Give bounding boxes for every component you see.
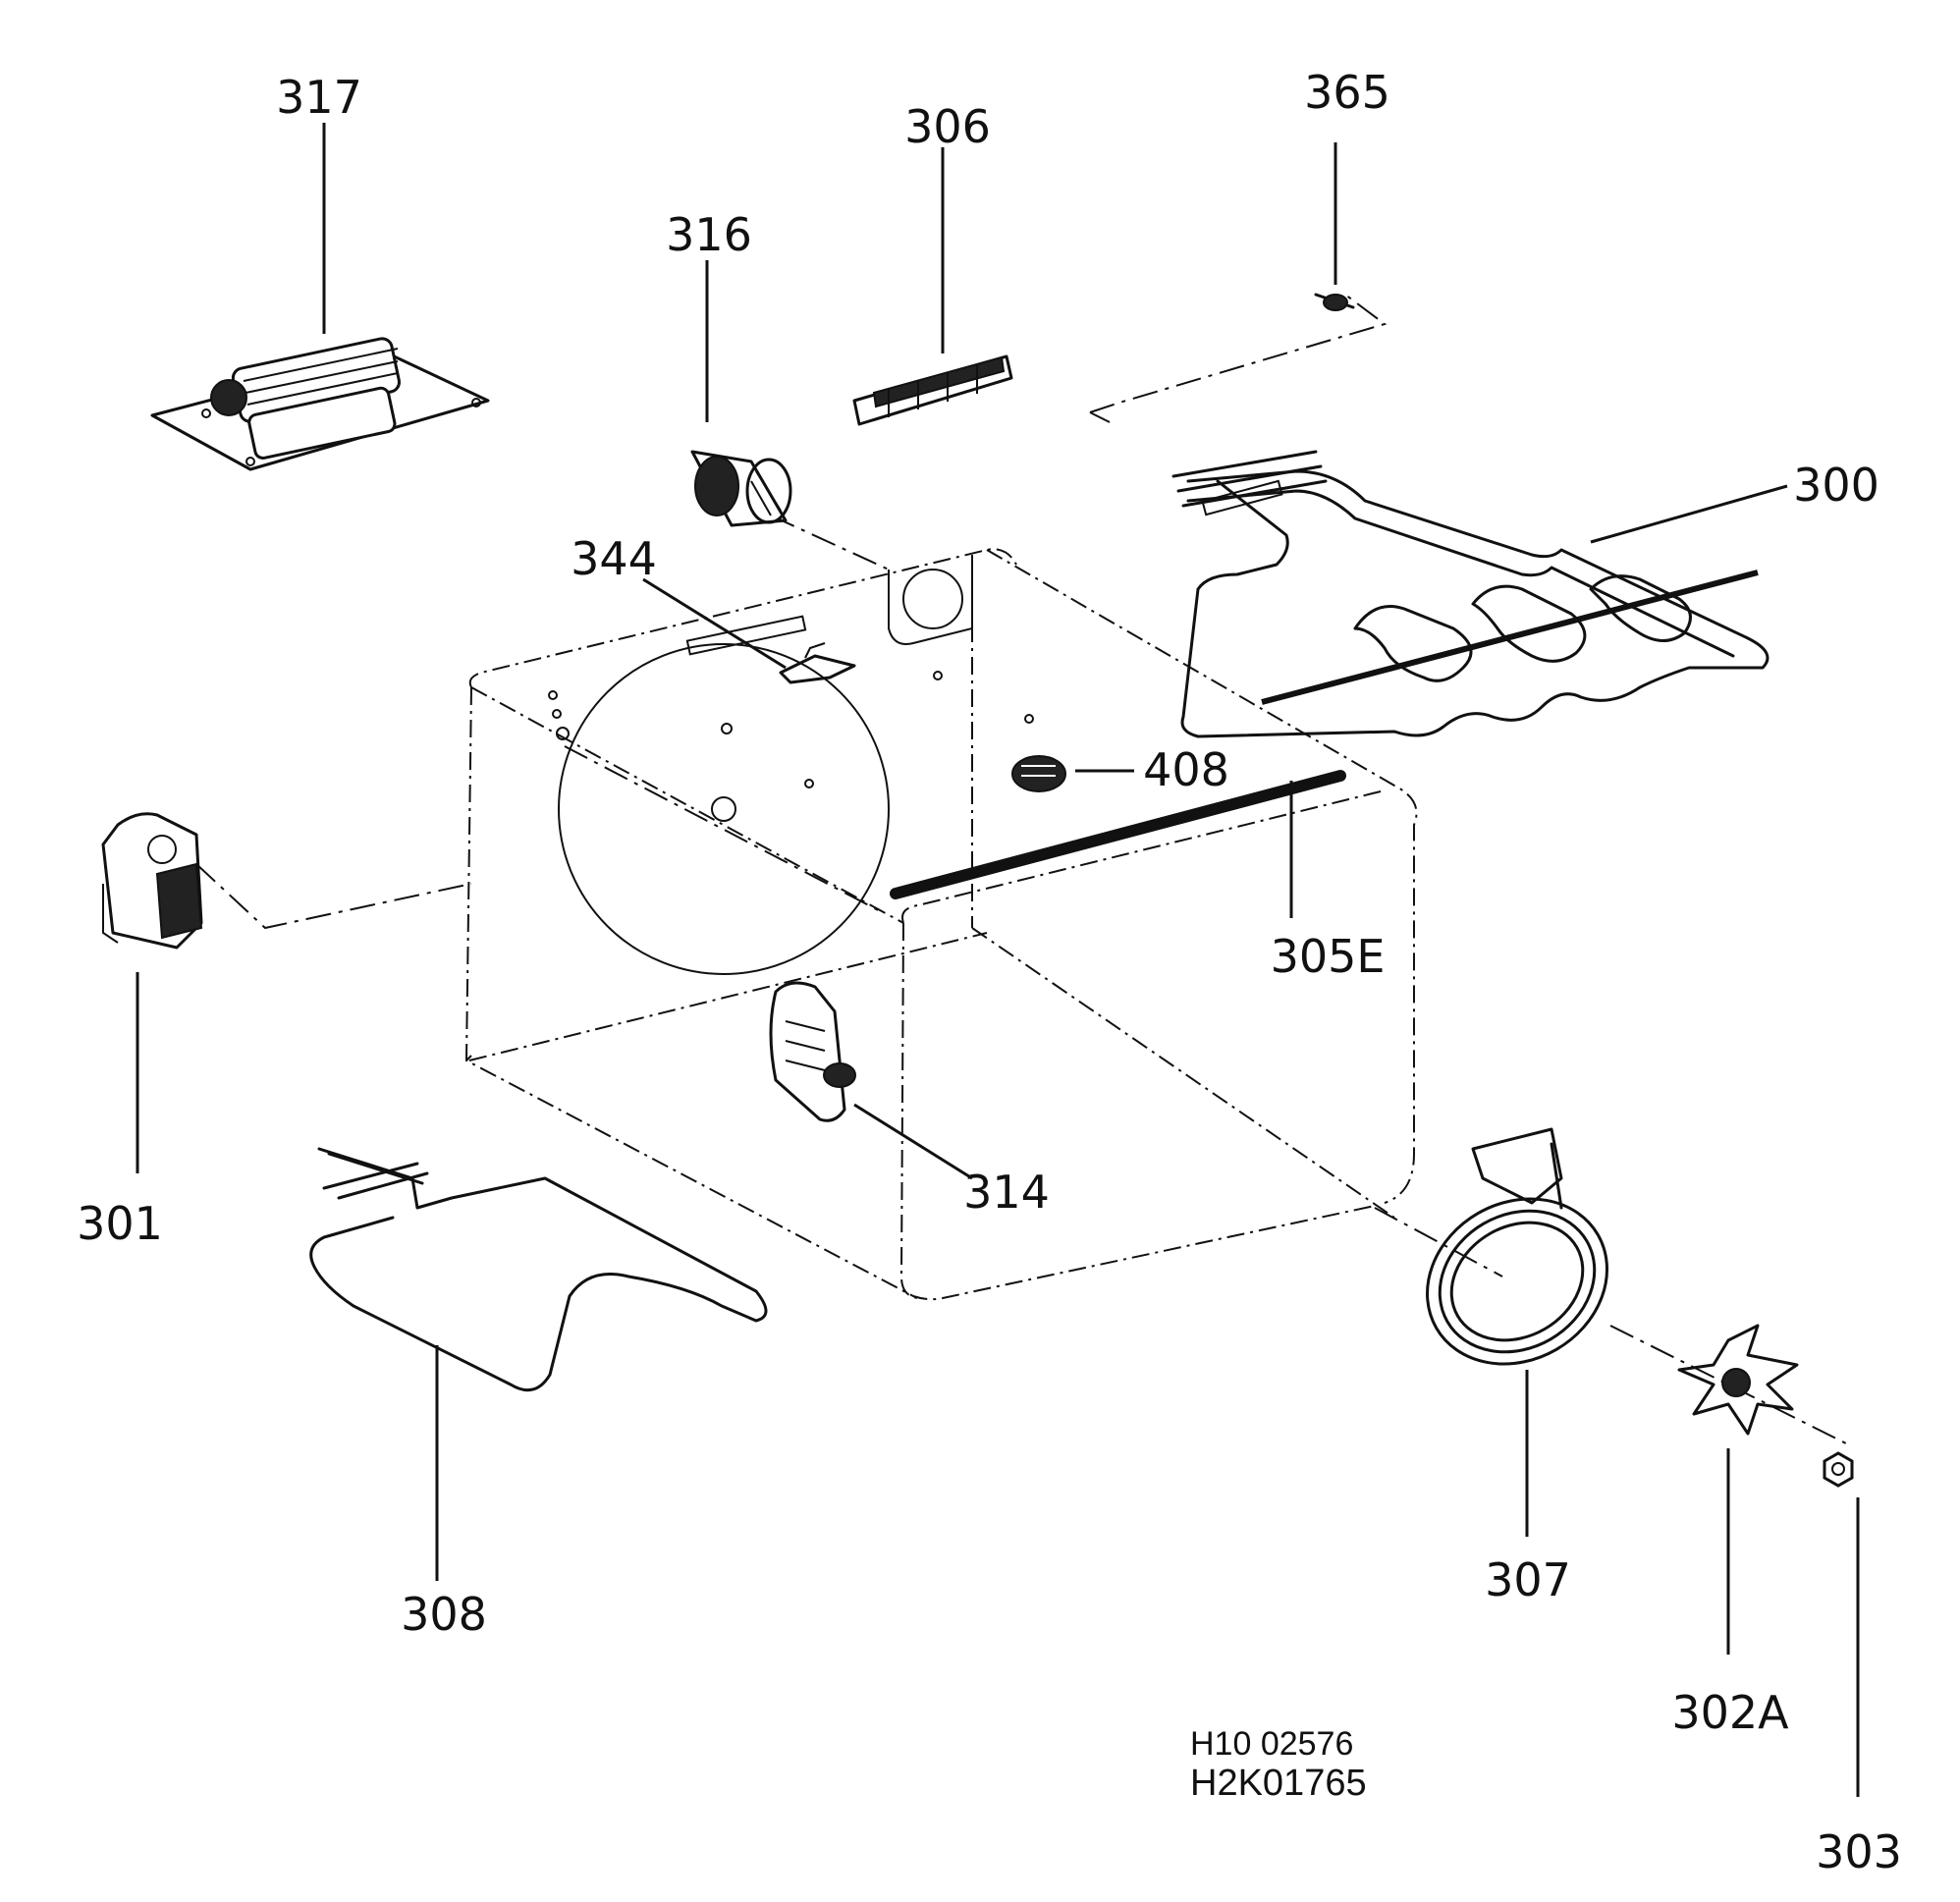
part-365-sensor [1314, 293, 1355, 311]
part-302a-fan-blade [1677, 1324, 1799, 1436]
assembly-axis-lines [195, 294, 1847, 1444]
callout-316: 316 [666, 208, 752, 261]
document-ids: H10 02576 H2K01765 [1190, 1725, 1367, 1804]
part-300-grill-element [1171, 450, 1769, 738]
callout-314: 314 [963, 1166, 1050, 1219]
callout-300: 300 [1793, 459, 1879, 512]
doc-id-2: H2K01765 [1190, 1763, 1367, 1804]
callout-344: 344 [571, 532, 657, 585]
callout-317: 317 [276, 71, 362, 124]
part-303-nut [1823, 1451, 1854, 1488]
callout-306: 306 [904, 100, 991, 153]
part-306-terminal-block [852, 354, 1013, 426]
callout-365: 365 [1304, 66, 1390, 119]
leader-lines [136, 123, 1860, 1797]
callout-307: 307 [1485, 1553, 1571, 1606]
part-344-bracket [779, 642, 856, 684]
callout-303: 303 [1816, 1825, 1902, 1878]
part-314-thermostat [769, 981, 856, 1122]
part-316-lamp-holder [690, 450, 792, 527]
part-317-cooling-fan [150, 337, 490, 471]
callout-302a: 302A [1671, 1686, 1789, 1739]
doc-id-1: H10 02576 [1190, 1725, 1353, 1763]
callout-408: 408 [1143, 743, 1229, 796]
part-301-fan-motor [101, 812, 203, 950]
part-305e-seal [890, 770, 1346, 899]
part-308-lower-element [309, 1147, 768, 1392]
callout-308: 308 [401, 1588, 487, 1641]
callout-305e: 305E [1271, 930, 1386, 983]
callout-labels: 317 306 365 316 300 344 408 305E 301 314… [77, 66, 1902, 1878]
callout-301: 301 [77, 1197, 163, 1250]
oven-cavity [464, 548, 1418, 1301]
part-408-lamp-cover [1011, 755, 1066, 792]
part-307-circular-element [1426, 1127, 1608, 1366]
